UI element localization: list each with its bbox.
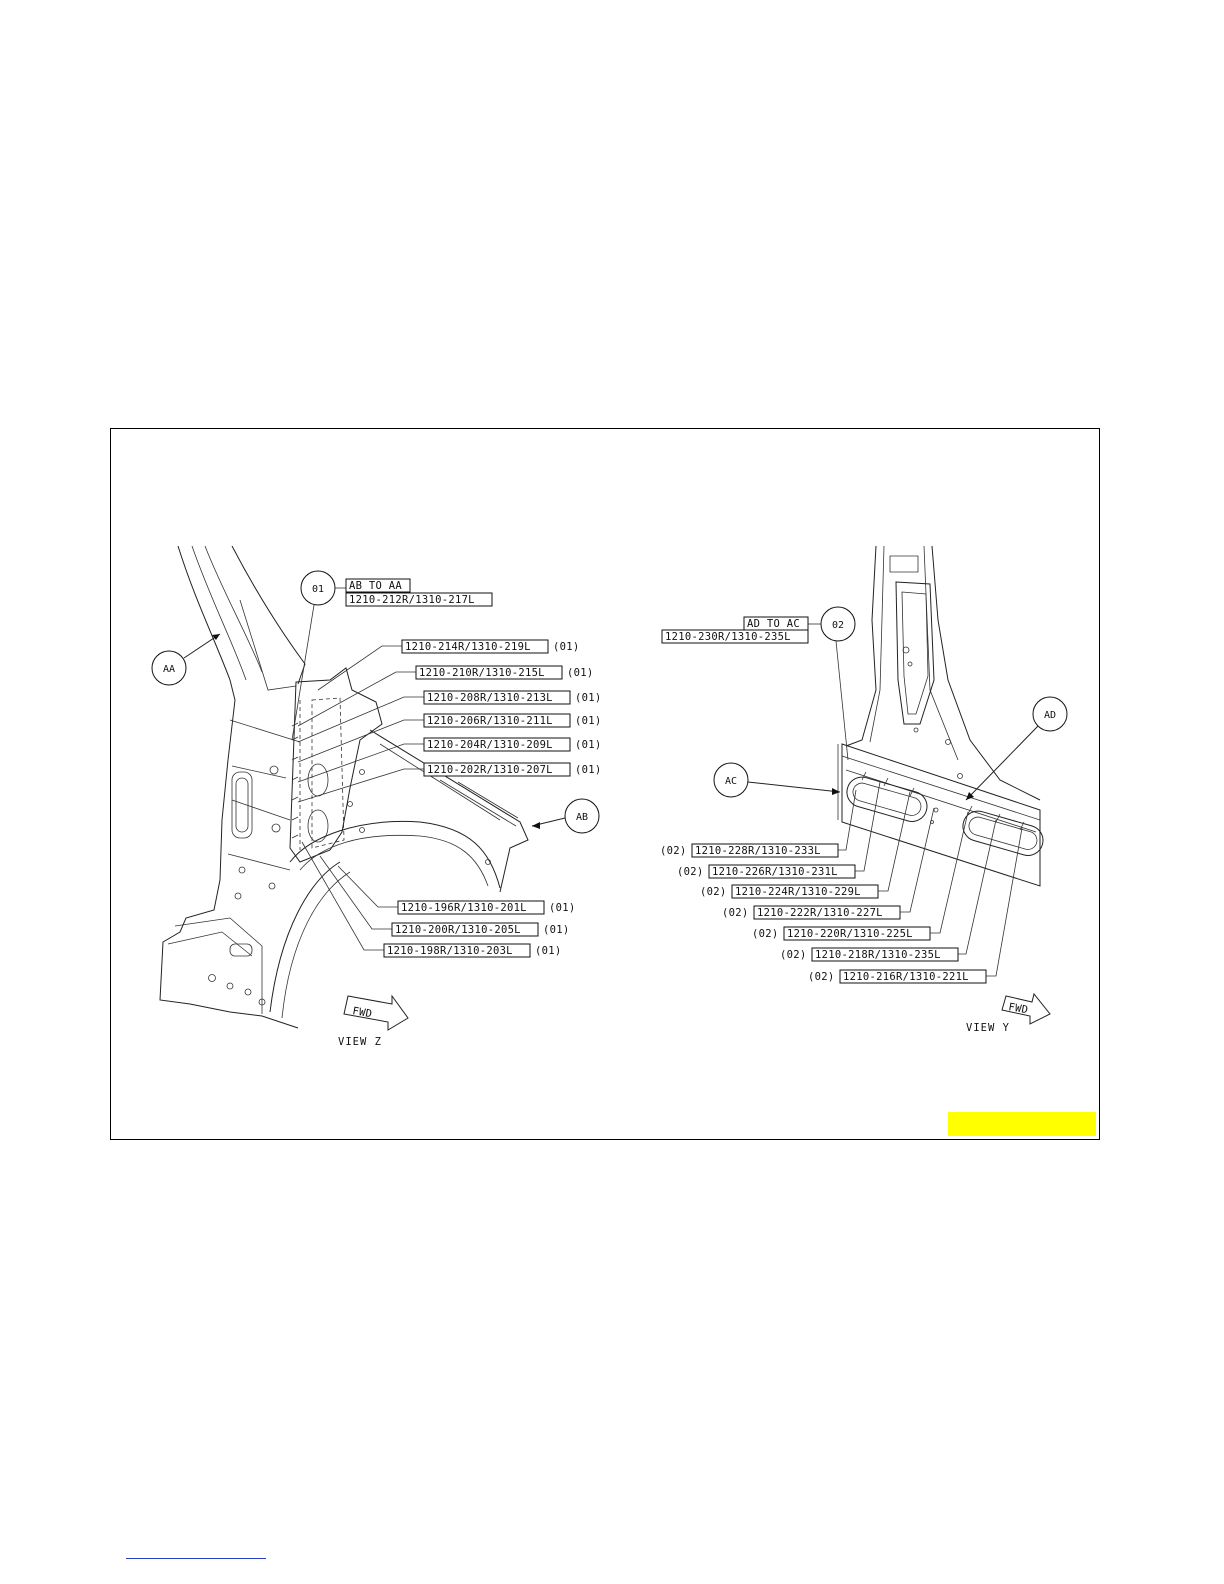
svg-text:1210-210R/1310-215L: 1210-210R/1310-215L	[419, 667, 545, 679]
view-z-label-9: 1210-198R/1310-203L (01)	[301, 841, 562, 958]
view-z-label-4: 1210-206R/1310-211L (01)	[297, 713, 602, 763]
view-z-label-3: 1210-208R/1310-213L (01)	[297, 690, 602, 743]
group-02-title: AD TO AC	[747, 618, 800, 630]
view-z-label-5: 1210-204R/1310-209L (01)	[297, 737, 602, 783]
view-z-label-2: 1210-210R/1310-215L (01)	[297, 665, 594, 727]
svg-text:(01): (01)	[553, 641, 580, 653]
callout-ac-text: AC	[725, 776, 737, 787]
view-z-label-1: 1210-214R/1310-219L (01)	[317, 639, 580, 691]
svg-text:(01): (01)	[567, 667, 594, 679]
svg-text:1210-198R/1310-203L: 1210-198R/1310-203L	[387, 945, 513, 957]
svg-text:1210-220R/1310-225L: 1210-220R/1310-225L	[787, 928, 913, 940]
view-y-label-3: (02) 1210-224R/1310-229L	[700, 791, 911, 899]
view-z-group-header: AB TO AA 1210-212R/1310-217L	[345, 578, 493, 607]
callout-ab: AB	[531, 798, 600, 834]
view-z-caption: VIEW Z	[338, 1036, 382, 1048]
callout-ad: AD	[965, 696, 1068, 801]
svg-text:1210-208R/1310-213L: 1210-208R/1310-213L	[427, 692, 553, 704]
callout-aa: AA	[151, 633, 221, 686]
svg-text:1210-202R/1310-207L: 1210-202R/1310-207L	[427, 764, 553, 776]
svg-text:(01): (01)	[575, 739, 602, 751]
view-z-fwd-arrow: FWD	[343, 994, 409, 1031]
svg-text:FWD: FWD	[1007, 1001, 1029, 1016]
callout-ac: AC	[713, 762, 841, 798]
svg-text:(02): (02)	[780, 949, 807, 961]
view-y-label-1: (02) 1210-228R/1310-233L	[660, 789, 857, 858]
svg-text:1210-206R/1310-211L: 1210-206R/1310-211L	[427, 715, 553, 727]
view-y-fwd-arrow: FWD	[1001, 992, 1051, 1025]
svg-text:1210-214R/1310-219L: 1210-214R/1310-219L	[405, 641, 531, 653]
svg-text:(01): (01)	[535, 945, 562, 957]
group-01-title: AB TO AA	[349, 580, 402, 592]
svg-text:(01): (01)	[549, 902, 576, 914]
svg-text:1210-226R/1310-231L: 1210-226R/1310-231L	[712, 866, 838, 878]
callout-aa-text: AA	[163, 664, 175, 675]
drawing-frame	[110, 428, 1100, 1140]
footer-link-underline[interactable]	[126, 1558, 266, 1559]
callout-ab-text: AB	[576, 812, 588, 823]
svg-text:(02): (02)	[808, 971, 835, 983]
svg-text:(02): (02)	[677, 866, 704, 878]
svg-text:(02): (02)	[660, 845, 687, 857]
svg-text:1210-222R/1310-227L: 1210-222R/1310-227L	[757, 907, 883, 919]
view-y-drawing	[837, 545, 1044, 887]
svg-text:(01): (01)	[575, 764, 602, 776]
view-y-label-2: (02) 1210-226R/1310-231L	[677, 781, 881, 879]
svg-text:1210-204R/1310-209L: 1210-204R/1310-209L	[427, 739, 553, 751]
view-y-label-6: (02) 1210-218R/1310-235L	[780, 819, 997, 962]
view-y-label-5: (02) 1210-220R/1310-225L	[752, 811, 969, 941]
svg-text:1210-218R/1310-235L: 1210-218R/1310-235L	[815, 949, 941, 961]
svg-text:FWD: FWD	[351, 1005, 373, 1020]
svg-text:(01): (01)	[575, 692, 602, 704]
view-y-caption: VIEW Y	[966, 1022, 1010, 1034]
callout-02-text: 02	[832, 620, 844, 631]
svg-text:(02): (02)	[722, 907, 749, 919]
callout-group-01: 01	[291, 570, 346, 741]
view-z-label-6: 1210-202R/1310-207L (01)	[297, 762, 602, 803]
svg-text:(02): (02)	[752, 928, 779, 940]
highlight-marker	[948, 1112, 1096, 1136]
callout-01-text: 01	[312, 584, 324, 595]
svg-text:1210-196R/1310-201L: 1210-196R/1310-201L	[401, 902, 527, 914]
group-01-part: 1210-212R/1310-217L	[349, 594, 475, 606]
view-y-label-4: (02) 1210-222R/1310-227L	[722, 807, 935, 920]
svg-text:(02): (02)	[700, 886, 727, 898]
svg-text:1210-228R/1310-233L: 1210-228R/1310-233L	[695, 845, 821, 857]
svg-text:(01): (01)	[543, 924, 570, 936]
view-z-label-7: 1210-196R/1310-201L (01)	[337, 865, 576, 915]
view-y-label-7: (02) 1210-216R/1310-221L	[808, 827, 1023, 984]
svg-text:(01): (01)	[575, 715, 602, 727]
callout-group-02: 02	[808, 606, 856, 761]
callout-ad-text: AD	[1044, 710, 1056, 721]
svg-text:1210-224R/1310-229L: 1210-224R/1310-229L	[735, 886, 861, 898]
view-z-label-8: 1210-200R/1310-205L (01)	[319, 855, 570, 937]
svg-text:1210-200R/1310-205L: 1210-200R/1310-205L	[395, 924, 521, 936]
group-02-part: 1210-230R/1310-235L	[665, 631, 791, 643]
view-y-group-header: AD TO AC 1210-230R/1310-235L	[661, 616, 809, 644]
svg-text:1210-216R/1310-221L: 1210-216R/1310-221L	[843, 971, 969, 983]
